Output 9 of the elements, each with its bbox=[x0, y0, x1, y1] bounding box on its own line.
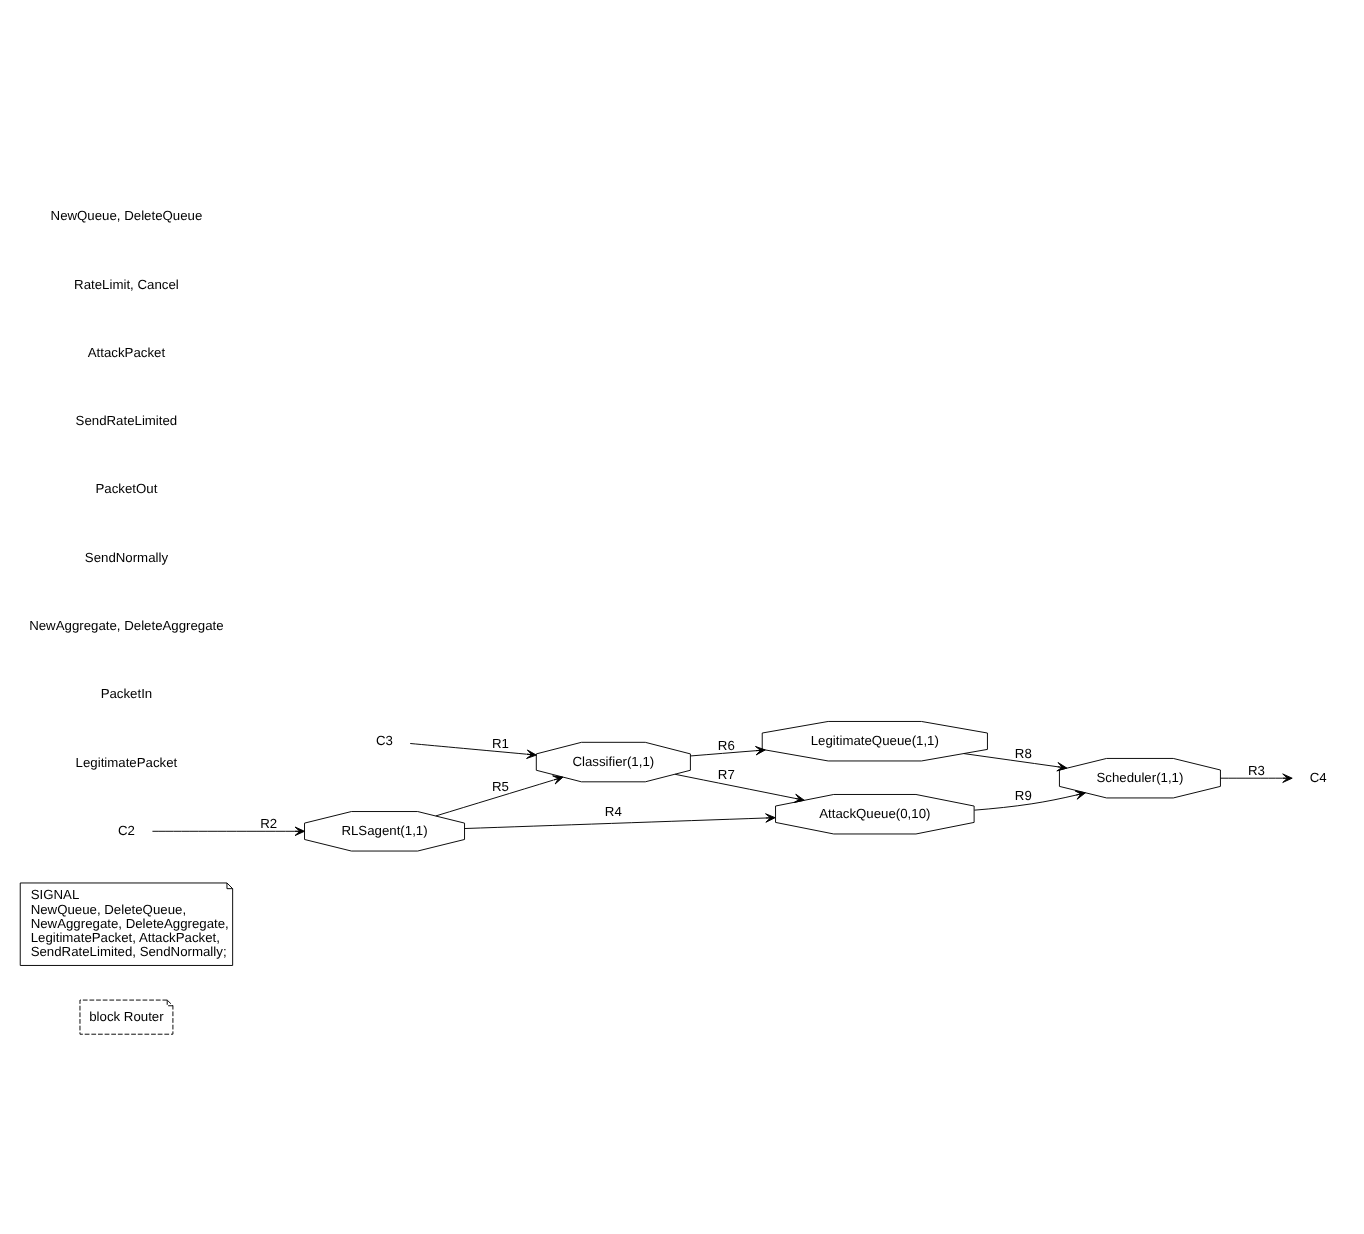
arrow bbox=[1220, 773, 1293, 783]
arrow bbox=[963, 753, 1068, 772]
arrow bbox=[973, 790, 1086, 811]
arrow bbox=[151, 826, 305, 837]
arrow bbox=[435, 775, 564, 817]
arrow bbox=[689, 745, 766, 757]
arrow bbox=[464, 813, 776, 829]
arrow bbox=[674, 773, 805, 803]
arrow bbox=[409, 743, 537, 759]
